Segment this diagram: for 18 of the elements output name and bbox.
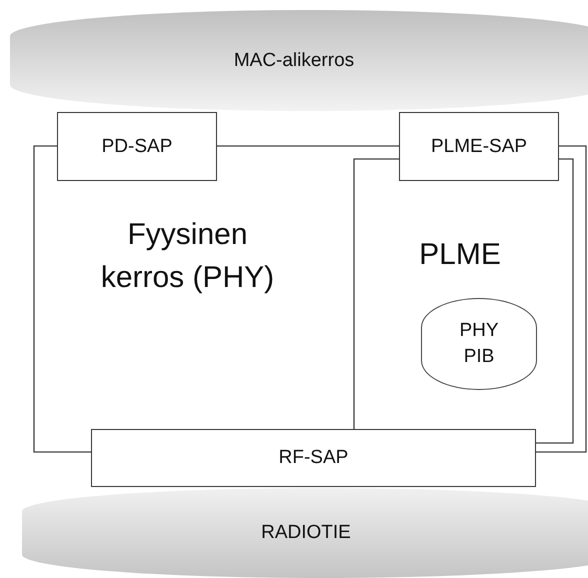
connector-line bbox=[33, 145, 91, 453]
access-point-label: PD-SAP bbox=[102, 134, 172, 159]
database-label: PHY PIB bbox=[458, 319, 500, 369]
access-point-box bbox=[399, 112, 559, 181]
access-point-box bbox=[57, 112, 217, 181]
connector-line bbox=[536, 145, 587, 453]
connector-line bbox=[353, 158, 399, 429]
layer-label: PLME bbox=[418, 237, 502, 273]
access-point-label: RF-SAP bbox=[278, 446, 348, 470]
connector-line bbox=[217, 145, 399, 147]
layer-band bbox=[22, 488, 588, 578]
connector-line bbox=[536, 158, 574, 444]
access-point-label: PLME-SAP bbox=[430, 134, 528, 159]
access-point-box bbox=[91, 429, 536, 487]
layer-band bbox=[10, 10, 588, 111]
layer-label: RADIOTIE bbox=[260, 521, 352, 546]
layer-label: MAC-alikerros bbox=[232, 48, 356, 73]
layer-label: Fyysinen kerros (PHY) bbox=[100, 217, 275, 296]
